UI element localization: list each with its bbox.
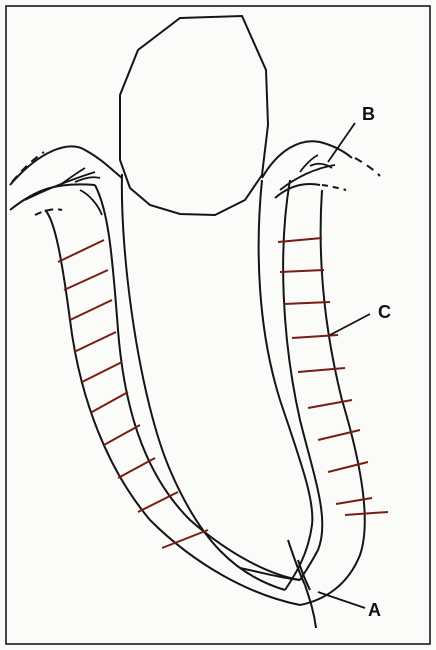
label-a-leader — [318, 592, 365, 608]
ligament-fibers-right — [278, 238, 388, 515]
gingiva-right-lower-dashed — [322, 185, 346, 190]
label-c-leader — [330, 314, 370, 335]
gingiva-right-dashed — [355, 158, 380, 176]
socket-wall-left-outer — [45, 210, 300, 605]
gingiva-right-lower — [275, 184, 320, 198]
label-c: C — [378, 302, 391, 322]
tooth-crown — [120, 16, 268, 215]
gingiva-left — [10, 146, 122, 185]
socket-wall-right-outer — [300, 190, 365, 605]
gingival-fibers-left — [25, 168, 102, 215]
label-a: A — [368, 600, 381, 620]
root-outline-left — [122, 174, 285, 590]
label-b: B — [362, 104, 375, 124]
